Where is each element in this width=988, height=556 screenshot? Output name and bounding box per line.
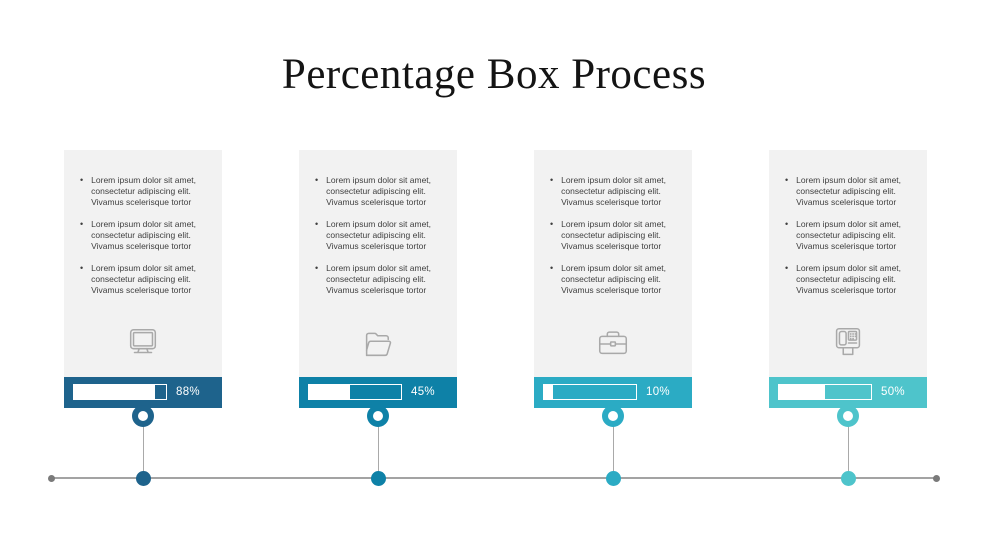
progress-strip: 10% (534, 377, 692, 408)
progress-label: 50% (881, 386, 905, 398)
bullet-text: Lorem ipsum dolor sit amet, consectetur … (326, 263, 432, 295)
content-card: • Lorem ipsum dolor sit amet, consectetur… (534, 150, 692, 377)
page-title: Percentage Box Process (281, 51, 707, 98)
bullet-item: • Lorem ipsum dolor sit amet, consectetur… (80, 175, 212, 208)
timeline-node (840, 471, 856, 486)
bullet-marker: • (785, 175, 789, 185)
bullet-item: • Lorem ipsum dolor sit amet, consectetur… (550, 175, 682, 208)
bullet-text: Lorem ipsum dolor sit amet, consectetur … (561, 219, 667, 251)
process-column-3: • Lorem ipsum dolor sit amet, consectetur… (534, 150, 692, 490)
progress-fill (544, 385, 554, 399)
bullet-item: • Lorem ipsum dolor sit amet, consectetur… (80, 263, 212, 296)
progress-strip: 88% (64, 377, 222, 408)
bullet-list: • Lorem ipsum dolor sit amet, consectetur… (64, 150, 222, 296)
monitor-icon (64, 325, 222, 361)
bullet-text: Lorem ipsum dolor sit amet, consectetur … (796, 263, 902, 295)
bullet-text: Lorem ipsum dolor sit amet, consectetur … (561, 263, 667, 295)
bullet-item: • Lorem ipsum dolor sit amet, consectetur… (785, 219, 917, 252)
bullet-text: Lorem ipsum dolor sit amet, consectetur … (326, 219, 432, 251)
bullet-marker: • (80, 263, 84, 273)
bullet-item: • Lorem ipsum dolor sit amet, consectetur… (80, 219, 212, 252)
timeline-node (605, 471, 621, 486)
bullet-text: Lorem ipsum dolor sit amet, consectetur … (796, 175, 902, 207)
timeline-end-dot (933, 475, 940, 482)
bullet-item: • Lorem ipsum dolor sit amet, consectetur… (315, 175, 447, 208)
bullet-marker: • (80, 219, 84, 229)
bullet-item: • Lorem ipsum dolor sit amet, consectetur… (550, 263, 682, 296)
bullet-item: • Lorem ipsum dolor sit amet, consectetur… (315, 263, 447, 296)
bullet-text: Lorem ipsum dolor sit amet, consectetur … (91, 263, 197, 295)
content-card: • Lorem ipsum dolor sit amet, consectetur… (64, 150, 222, 377)
bullet-marker: • (550, 219, 554, 229)
progress-label: 10% (646, 386, 670, 398)
bullet-text: Lorem ipsum dolor sit amet, consectetur … (796, 219, 902, 251)
progress-label: 45% (411, 386, 435, 398)
progress-track (543, 384, 637, 400)
timeline-start-dot (48, 475, 55, 482)
bullet-marker: • (80, 175, 84, 185)
fax-icon (769, 323, 927, 361)
bullet-list: • Lorem ipsum dolor sit amet, consectetur… (299, 150, 457, 296)
content-card: • Lorem ipsum dolor sit amet, consectetur… (299, 150, 457, 377)
folder-icon (299, 325, 457, 361)
bullet-marker: • (550, 175, 554, 185)
bullet-item: • Lorem ipsum dolor sit amet, consectetur… (550, 219, 682, 252)
connector-line (142, 416, 144, 479)
progress-track (778, 384, 872, 400)
bullet-marker: • (315, 175, 319, 185)
timeline-ring (602, 405, 624, 427)
timeline-ring (367, 405, 389, 427)
process-column-1: • Lorem ipsum dolor sit amet, consectetur… (64, 150, 222, 490)
process-column-4: • Lorem ipsum dolor sit amet, consectetur… (769, 150, 927, 490)
progress-label: 88% (176, 386, 200, 398)
connector-line (377, 416, 379, 479)
bullet-item: • Lorem ipsum dolor sit amet, consectetur… (785, 175, 917, 208)
bullet-text: Lorem ipsum dolor sit amet, consectetur … (91, 219, 197, 251)
connector-line (612, 416, 614, 479)
bullet-list: • Lorem ipsum dolor sit amet, consectetur… (534, 150, 692, 296)
bullet-marker: • (550, 263, 554, 273)
timeline-ring (132, 405, 154, 427)
bullet-marker: • (785, 219, 789, 229)
bullet-text: Lorem ipsum dolor sit amet, consectetur … (91, 175, 197, 207)
bullet-text: Lorem ipsum dolor sit amet, consectetur … (326, 175, 432, 207)
progress-fill (74, 385, 155, 399)
timeline-node (135, 471, 151, 486)
bullet-marker: • (315, 219, 319, 229)
bullet-text: Lorem ipsum dolor sit amet, consectetur … (561, 175, 667, 207)
connector-line (847, 416, 849, 479)
bullet-marker: • (785, 263, 789, 273)
content-card: • Lorem ipsum dolor sit amet, consectetur… (769, 150, 927, 377)
progress-strip: 50% (769, 377, 927, 408)
timeline-line (51, 477, 937, 479)
progress-track (73, 384, 167, 400)
bullet-item: • Lorem ipsum dolor sit amet, consectetur… (785, 263, 917, 296)
progress-fill (309, 385, 351, 399)
timeline-ring (837, 405, 859, 427)
bullet-list: • Lorem ipsum dolor sit amet, consectetur… (769, 150, 927, 296)
bullet-marker: • (315, 263, 319, 273)
process-column-2: • Lorem ipsum dolor sit amet, consectetur… (299, 150, 457, 490)
progress-track (308, 384, 402, 400)
briefcase-icon (534, 325, 692, 361)
bullet-item: • Lorem ipsum dolor sit amet, consectetur… (315, 219, 447, 252)
progress-strip: 45% (299, 377, 457, 408)
timeline-node (370, 471, 386, 486)
progress-fill (779, 385, 825, 399)
